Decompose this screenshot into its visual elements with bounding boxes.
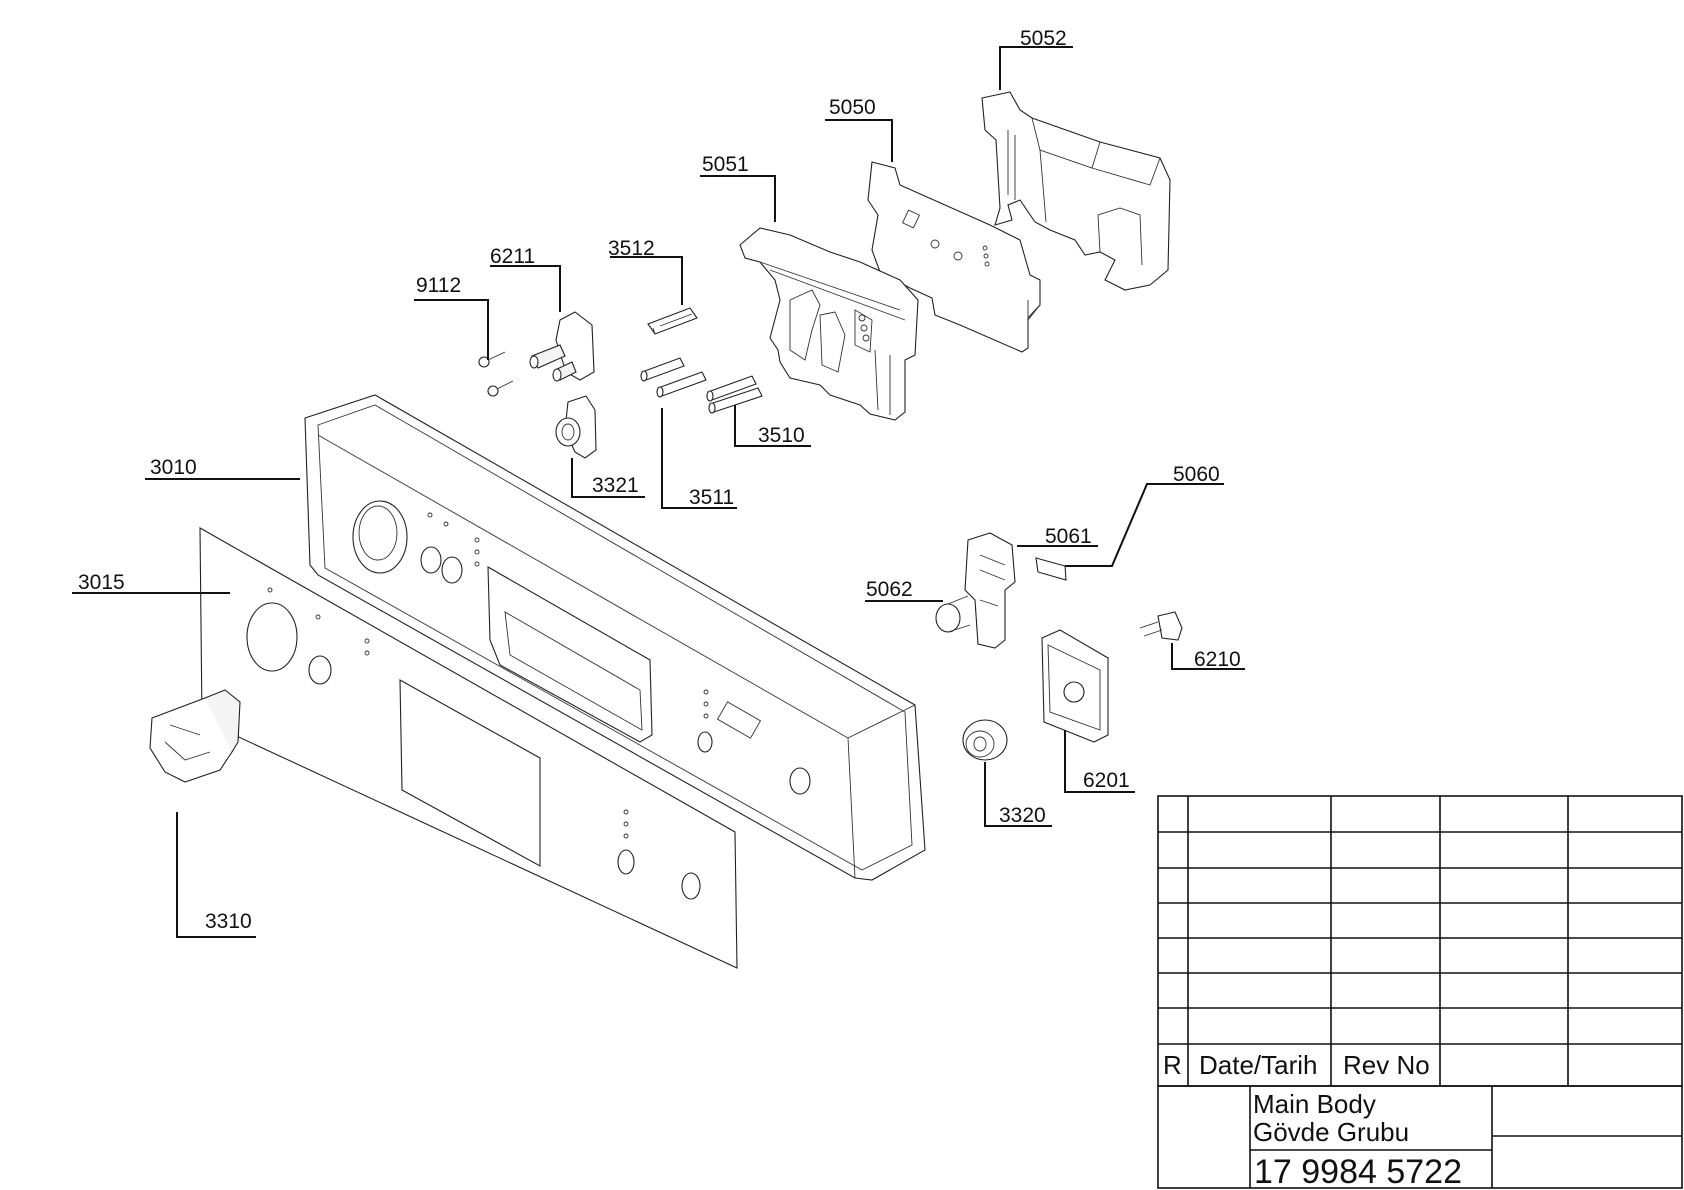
part-3511-push-rods xyxy=(640,357,707,398)
part-3320-button-cap xyxy=(962,719,1008,761)
date-column-label: Date/Tarih xyxy=(1199,1050,1318,1080)
callout-3015: 3015 xyxy=(78,571,125,594)
part-6211-switch xyxy=(529,311,595,382)
part-3510-push-rods xyxy=(706,375,763,414)
part-3015-front-panel xyxy=(199,527,738,969)
callout-5051: 5051 xyxy=(702,153,749,176)
drawing-title-en: Main Body xyxy=(1253,1089,1376,1119)
callout-5061: 5061 xyxy=(1045,525,1092,548)
callout-5062: 5062 xyxy=(866,578,913,601)
part-3512-bar xyxy=(647,307,698,335)
part-3310-knob xyxy=(149,689,241,783)
callout-5050: 5050 xyxy=(829,96,876,119)
rev-no-column-label: Rev No xyxy=(1343,1050,1430,1080)
callout-3010: 3010 xyxy=(150,456,197,479)
callout-3310: 3310 xyxy=(205,910,252,933)
callout-5052: 5052 xyxy=(1020,27,1067,50)
part-9112-screws xyxy=(478,351,514,397)
callout-3321: 3321 xyxy=(592,474,639,497)
part-6201-button-frame xyxy=(1041,629,1109,743)
part-3010-panel-body xyxy=(304,394,926,881)
callout-5060: 5060 xyxy=(1173,463,1220,486)
callout-labels: 5052 5050 5051 3512 6211 9112 3510 3010 … xyxy=(78,27,1241,933)
callout-3512: 3512 xyxy=(608,237,655,260)
part-5062-switch-block xyxy=(935,532,1016,649)
part-3321-knob-holder xyxy=(555,395,597,459)
callout-6210: 6210 xyxy=(1194,648,1241,671)
part-5061-board xyxy=(1035,557,1067,581)
callout-6211: 6211 xyxy=(490,245,535,268)
callout-3320: 3320 xyxy=(999,804,1046,827)
part-5052-housing xyxy=(981,91,1171,291)
part-5051-carrier-frame xyxy=(739,227,919,421)
part-6210-switch xyxy=(1139,611,1183,641)
drawing-title-tr: Gövde Grubu xyxy=(1253,1117,1409,1147)
title-block: R Date/Tarih Rev No Main Body Gövde Grub… xyxy=(1157,795,1683,1190)
callout-3510: 3510 xyxy=(758,424,805,447)
part-5050-circuit-board xyxy=(867,161,1041,353)
drawing-part-number: 17 9984 5722 xyxy=(1254,1153,1462,1190)
callout-6201: 6201 xyxy=(1083,769,1130,792)
rev-column-label: R xyxy=(1163,1050,1182,1080)
callout-9112: 9112 xyxy=(416,274,461,297)
callout-3511: 3511 xyxy=(689,486,734,509)
leader-lines xyxy=(72,46,1245,938)
